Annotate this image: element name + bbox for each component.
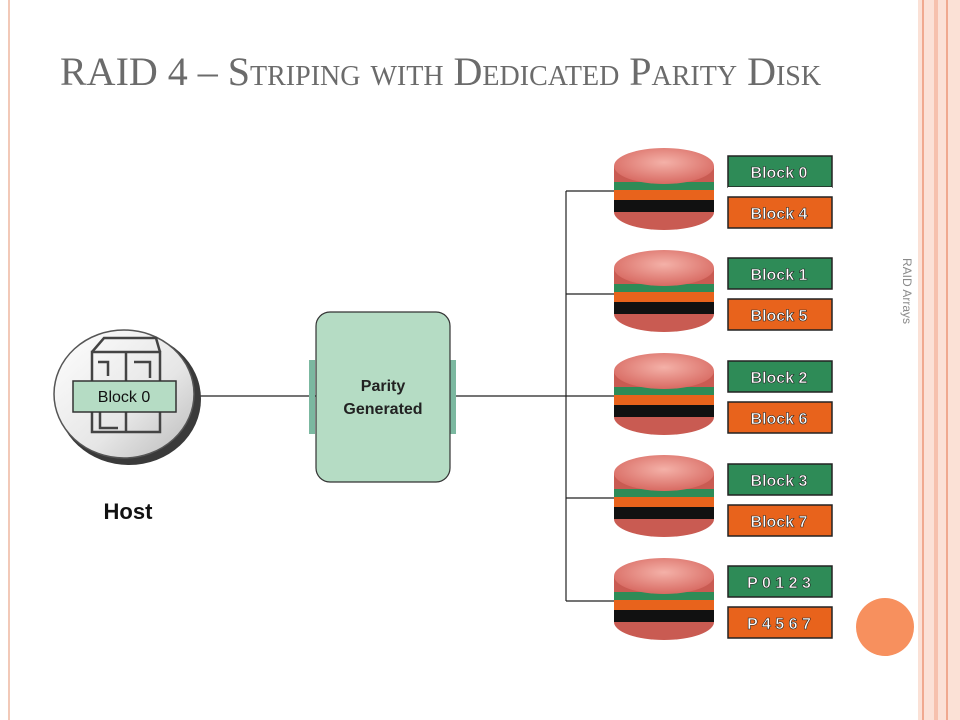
disk-block-bottom: [727, 298, 833, 331]
disk-block-pair-5: P 0 1 2 3 P 4 5 6 7: [727, 565, 833, 639]
disk-block-top: [727, 463, 833, 496]
parity-label-line2: Generated: [343, 401, 422, 418]
disk-block-top-label: Block 3: [751, 473, 808, 490]
disk-block-top-label: Block 0: [751, 165, 808, 182]
slide-frame-line: [934, 0, 938, 720]
disk-2: [614, 250, 714, 332]
disk-platter-top: [614, 353, 714, 389]
slide-title: RAID 4 – Striping with Dedicated Parity …: [60, 49, 822, 94]
parity-block-bottom: [727, 606, 833, 639]
disk-array: Block 0 Block 4 Block 1 Block 5: [614, 148, 833, 640]
slide-frame-left: [8, 0, 10, 720]
disk-block-top: [727, 257, 833, 290]
connector-lines: [196, 190, 614, 602]
disk-block-top-label: Block 1: [751, 267, 808, 284]
disk-block-bottom-label: Block 7: [751, 514, 808, 531]
parity-block-top: [727, 565, 833, 598]
disk-block-bottom-label: Block 6: [751, 411, 808, 428]
parity-block-top-label: P 0 1 2 3: [747, 575, 811, 592]
slide-frame-right: [918, 0, 960, 720]
slide-frame-line: [946, 0, 948, 720]
disk-block-bottom-label: Block 5: [751, 308, 808, 325]
disk-block-pair-2: Block 1 Block 5: [727, 257, 833, 331]
disk-block-bottom: [727, 401, 833, 434]
host-block: [72, 380, 177, 413]
disk-block-pair-1: Block 0 Block 4: [727, 155, 833, 229]
host: Block 0 Host: [53, 329, 201, 524]
disk-1: [614, 148, 714, 230]
accent-circle: [856, 598, 914, 656]
disk-platter-top: [614, 455, 714, 491]
disk-4: [614, 455, 714, 537]
disk-block-pair-3: Block 2 Block 6: [727, 360, 833, 434]
disk-block-bottom-label: Block 4: [751, 206, 808, 223]
disk-block-pair-4: Block 3 Block 7: [727, 463, 833, 537]
parity-label-line1: Parity: [361, 378, 406, 395]
parity-block-bottom-label: P 4 5 6 7: [747, 616, 811, 633]
host-label: Host: [104, 499, 154, 524]
disk-platter-top: [614, 558, 714, 594]
disk-block-top: [727, 360, 833, 393]
disk-platter-top: [614, 250, 714, 286]
disk-block-bottom: [727, 504, 833, 537]
host-block-label: Block 0: [98, 389, 151, 406]
parity-disk: [614, 558, 714, 640]
side-section-label: RAID Arrays: [900, 258, 914, 325]
disk-block-top-label: Block 2: [751, 370, 808, 387]
parity-generator: Parity Generated: [309, 311, 456, 483]
disk-3: [614, 353, 714, 435]
disk-platter-top: [614, 148, 714, 184]
disk-block-bottom: [727, 196, 833, 229]
parity-box: [315, 311, 451, 483]
slide-frame-line: [922, 0, 924, 720]
